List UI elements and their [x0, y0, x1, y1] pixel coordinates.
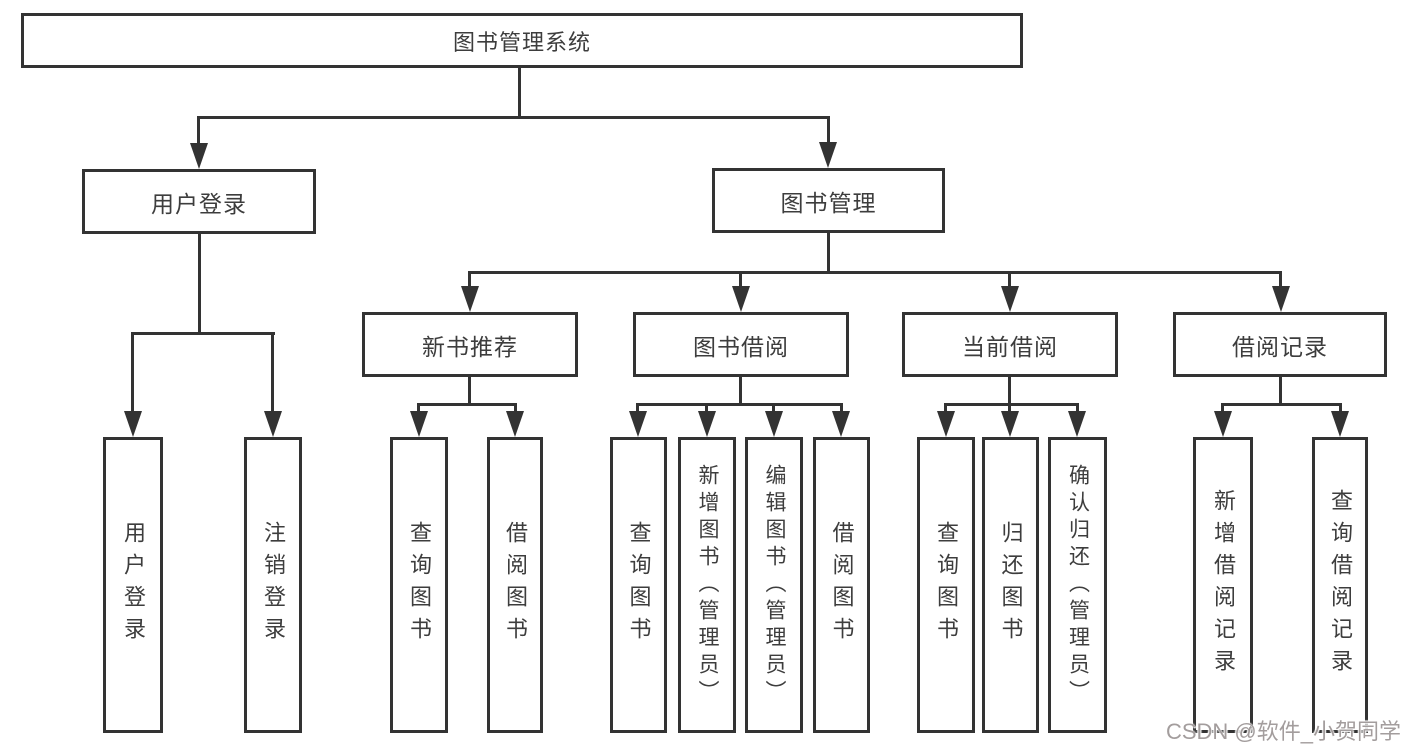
- connector-stem: [131, 332, 134, 414]
- connector-root-hline: [198, 116, 830, 119]
- node-borrow-records-label: 借阅记录: [1232, 333, 1328, 360]
- node-leaf-query-book-3-label: 查询图书: [934, 521, 959, 649]
- watermark: CSDN @软件_小贺同学: [1165, 719, 1401, 744]
- connector-stem: [514, 403, 517, 415]
- arrow-down-icon: [1068, 411, 1086, 437]
- node-current-borrow-label: 当前借阅: [962, 333, 1058, 360]
- arrow-down-icon: [461, 286, 479, 312]
- connector-stem: [1279, 271, 1282, 291]
- node-leaf-add-book: 新增图书（管理员）: [678, 437, 736, 733]
- arrow-down-icon: [1001, 286, 1019, 312]
- connector-stem: [1076, 403, 1079, 415]
- connector-stem: [772, 403, 775, 415]
- connector-stem: [1008, 271, 1011, 291]
- node-new-book-rec: 新书推荐: [362, 312, 578, 377]
- arrow-down-icon: [629, 411, 647, 437]
- node-leaf-logout-label: 注销登录: [261, 521, 286, 649]
- node-leaf-return-book: 归还图书: [982, 437, 1039, 733]
- node-leaf-borrow-book-1: 借阅图书: [487, 437, 543, 733]
- connector-book-mgmt-drop: [827, 233, 830, 273]
- connector-stem: [827, 116, 830, 148]
- node-leaf-add-borrow-record-label: 新增借阅记录: [1211, 489, 1236, 681]
- arrow-down-icon: [1001, 411, 1019, 437]
- node-leaf-add-book-label: 新增图书（管理员）: [696, 463, 719, 707]
- node-leaf-logout: 注销登录: [244, 437, 302, 733]
- arrow-down-icon: [732, 286, 750, 312]
- connector-stem: [1221, 403, 1224, 415]
- connector-stem: [1339, 403, 1342, 415]
- arrow-down-icon: [1214, 411, 1232, 437]
- connector-stem: [417, 403, 420, 415]
- connector-current-borrow-hline: [944, 403, 1079, 406]
- node-user-login: 用户登录: [82, 169, 316, 234]
- node-leaf-query-book-1: 查询图书: [390, 437, 448, 733]
- node-leaf-borrow-book-1-label: 借阅图书: [503, 521, 528, 649]
- node-leaf-confirm-return: 确认归还（管理员）: [1048, 437, 1107, 733]
- connector-new-book-rec-drop: [468, 377, 471, 406]
- arrow-down-icon: [506, 411, 524, 437]
- connector-book-borrow-hline: [636, 403, 843, 406]
- connector-borrow-records-hline: [1221, 403, 1342, 406]
- node-leaf-user-login: 用户登录: [103, 437, 163, 733]
- connector-stem: [1008, 403, 1011, 415]
- arrow-down-icon: [124, 411, 142, 437]
- connector-book-borrow-drop: [739, 377, 742, 406]
- arrow-down-icon: [765, 411, 783, 437]
- node-leaf-confirm-return-label: 确认归还（管理员）: [1066, 463, 1090, 707]
- node-book-borrow: 图书借阅: [633, 312, 849, 377]
- node-leaf-add-borrow-record: 新增借阅记录: [1193, 437, 1253, 733]
- node-leaf-user-login-label: 用户登录: [121, 521, 146, 649]
- node-leaf-query-borrow-record-label: 查询借阅记录: [1328, 489, 1353, 681]
- connector-borrow-records-drop: [1279, 377, 1282, 406]
- arrow-down-icon: [1272, 286, 1290, 312]
- arrow-down-icon: [264, 411, 282, 437]
- node-root: 图书管理系统: [21, 13, 1023, 68]
- node-leaf-return-book-label: 归还图书: [998, 521, 1024, 649]
- node-leaf-borrow-book-2-label: 借阅图书: [829, 521, 855, 649]
- connector-stem: [739, 271, 742, 291]
- node-leaf-edit-book-label: 编辑图书（管理员）: [763, 463, 786, 707]
- connector-stem: [271, 332, 274, 414]
- node-book-mgmt-label: 图书管理: [780, 189, 877, 216]
- connector-stem: [705, 403, 708, 415]
- arrow-down-icon: [832, 411, 850, 437]
- node-leaf-borrow-book-2: 借阅图书: [813, 437, 870, 733]
- arrow-down-icon: [1331, 411, 1349, 437]
- node-leaf-edit-book: 编辑图书（管理员）: [745, 437, 803, 733]
- arrow-down-icon: [698, 411, 716, 437]
- arrow-down-icon: [819, 142, 837, 168]
- node-leaf-query-book-2: 查询图书: [610, 437, 667, 733]
- connector-current-borrow-drop: [1008, 377, 1011, 406]
- connector-root-drop: [518, 68, 521, 118]
- connector-new-book-rec-hline: [417, 403, 517, 406]
- connector-user-login-hline: [131, 332, 275, 335]
- connector-user-login-drop: [198, 234, 201, 335]
- node-borrow-records: 借阅记录: [1173, 312, 1387, 377]
- node-new-book-rec-label: 新书推荐: [422, 333, 518, 360]
- arrow-down-icon: [937, 411, 955, 437]
- connector-stem: [840, 403, 843, 415]
- arrow-down-icon: [410, 411, 428, 437]
- node-root-label: 图书管理系统: [452, 29, 591, 55]
- connector-stem: [468, 271, 471, 291]
- node-book-borrow-label: 图书借阅: [693, 333, 789, 360]
- connector-stem: [197, 116, 200, 148]
- node-leaf-query-book-1-label: 查询图书: [407, 521, 432, 649]
- node-leaf-query-borrow-record: 查询借阅记录: [1312, 437, 1368, 733]
- connector-stem: [636, 403, 639, 415]
- node-current-borrow: 当前借阅: [902, 312, 1118, 377]
- node-user-login-label: 用户登录: [151, 190, 247, 217]
- node-leaf-query-book-3: 查询图书: [917, 437, 975, 733]
- connector-book-mgmt-hline: [468, 271, 1282, 274]
- node-leaf-query-book-2-label: 查询图书: [626, 521, 652, 649]
- node-book-mgmt: 图书管理: [712, 168, 945, 233]
- arrow-down-icon: [190, 143, 208, 169]
- connector-stem: [944, 403, 947, 415]
